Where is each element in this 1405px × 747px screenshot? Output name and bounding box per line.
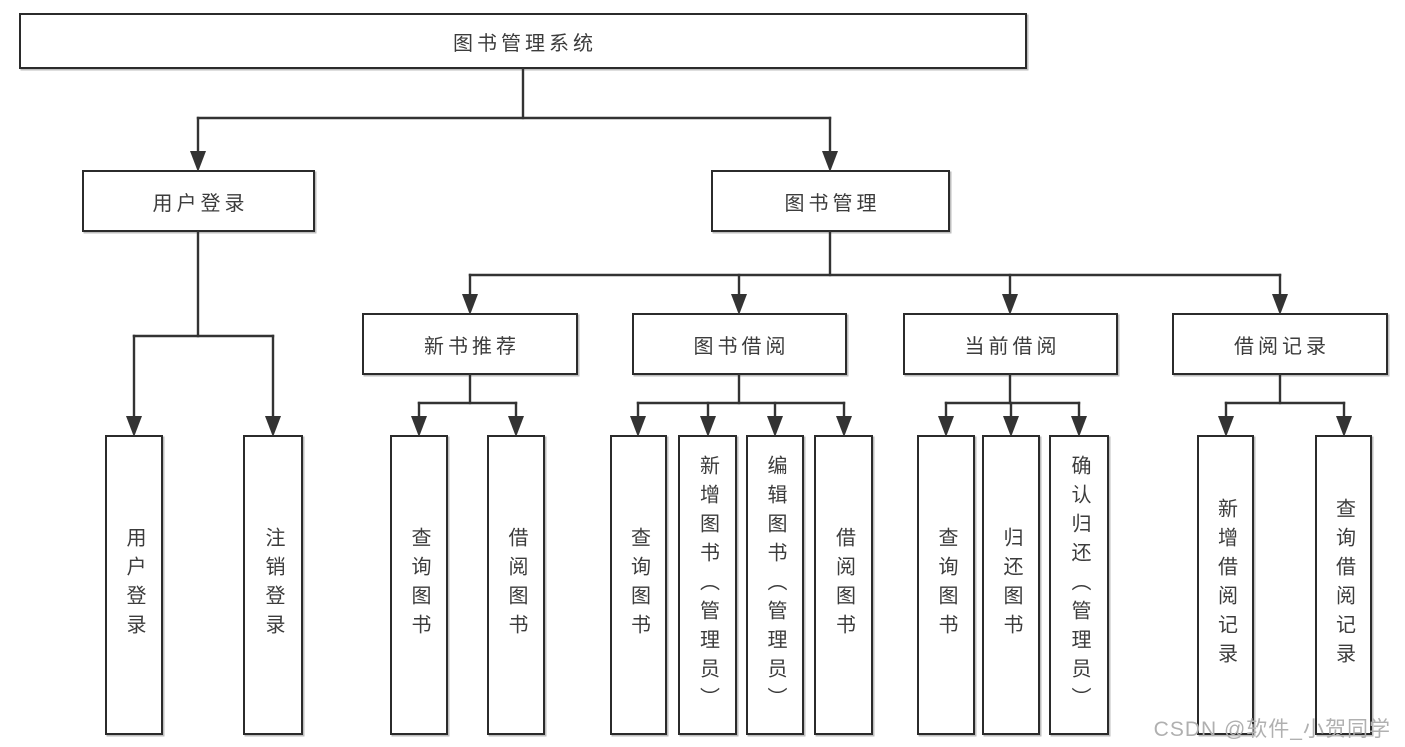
leaf-records-query-record: 查询借阅记录 xyxy=(1315,435,1372,735)
connector-book-borrow-group xyxy=(630,373,852,437)
leaf-current-query-book: 查询图书 xyxy=(917,435,975,735)
node-group-book-borrow: 图书借阅 xyxy=(632,313,847,375)
leaf-records-add-record: 新增借阅记录 xyxy=(1197,435,1254,735)
node-group-current-borrow: 当前借阅 xyxy=(903,313,1118,375)
connector-new-book-recommend-group xyxy=(411,373,524,437)
connector-book-management-branch xyxy=(462,230,1288,315)
connector-current-borrow-group xyxy=(938,373,1087,437)
leaf-borrow-add-book-admin: 新增图书（管理员） xyxy=(678,435,737,735)
connector-user-login-branch xyxy=(126,230,281,437)
csdn-watermark: CSDN @软件_小贺同学 xyxy=(1153,718,1391,741)
leaf-current-confirm-return-admin: 确认归还（管理员） xyxy=(1049,435,1109,735)
connector-root-to-level2 xyxy=(190,67,838,172)
leaf-logout: 注销登录 xyxy=(243,435,303,735)
node-group-borrow-records: 借阅记录 xyxy=(1172,313,1388,375)
connector-borrow-records-group xyxy=(1218,373,1352,437)
node-branch-book-management: 图书管理 xyxy=(711,170,950,232)
leaf-user-login: 用户登录 xyxy=(105,435,163,735)
leaf-borrow-query-book: 查询图书 xyxy=(610,435,667,735)
leaf-newrec-query-book: 查询图书 xyxy=(390,435,448,735)
leaf-borrow-borrow-book: 借阅图书 xyxy=(814,435,873,735)
leaf-newrec-borrow-book: 借阅图书 xyxy=(487,435,545,735)
node-branch-user-login: 用户登录 xyxy=(82,170,315,232)
leaf-current-return-book: 归还图书 xyxy=(982,435,1040,735)
leaf-borrow-edit-book-admin: 编辑图书（管理员） xyxy=(746,435,804,735)
node-group-new-book-recommend: 新书推荐 xyxy=(362,313,578,375)
node-library-management-system: 图书管理系统 xyxy=(19,13,1027,69)
